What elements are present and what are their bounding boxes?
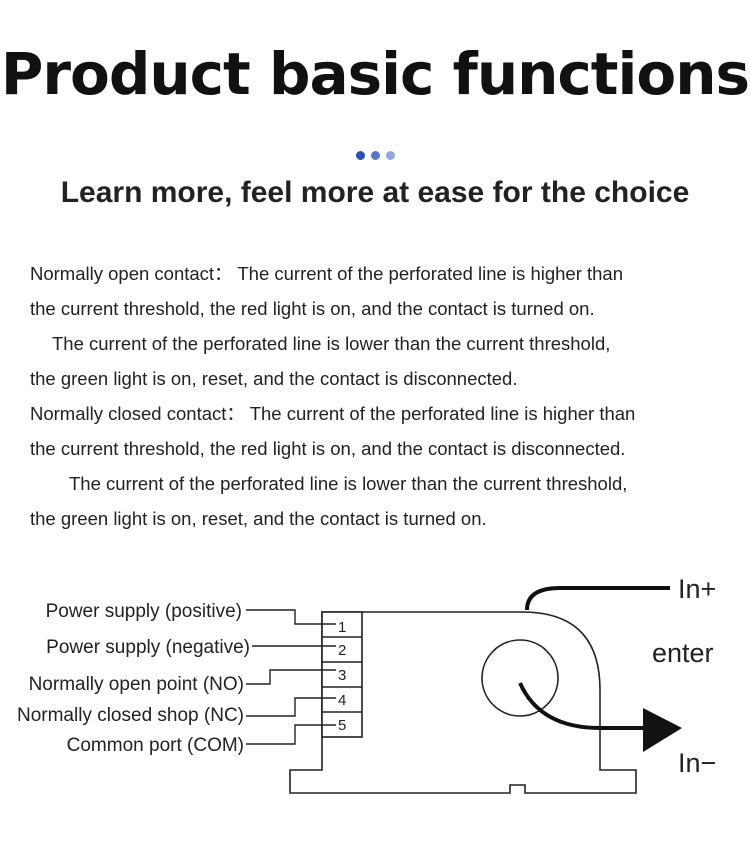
in-minus-wire xyxy=(518,682,645,730)
arrow-icon xyxy=(643,708,682,752)
pin-number: 5 xyxy=(338,717,346,734)
dot-3 xyxy=(385,151,395,160)
dot-1 xyxy=(355,151,365,160)
dot-2 xyxy=(370,151,380,160)
in-plus-wire xyxy=(525,586,670,611)
terminal-label: Normally closed shop (NC) xyxy=(17,705,244,726)
desc-line-5: Normally closed contact： The current of … xyxy=(30,403,636,424)
pin-number: 2 xyxy=(338,642,346,659)
desc-line-2: the current threshold, the red light is … xyxy=(30,298,595,319)
desc-line-3: The current of the perforated line is lo… xyxy=(52,333,611,354)
desc-line-4: the green light is on, reset, and the co… xyxy=(30,368,518,389)
pin-number: 1 xyxy=(338,619,346,636)
through-hole xyxy=(481,639,559,717)
in-minus-label: In− xyxy=(678,748,716,778)
sensor-body xyxy=(289,611,637,794)
desc-line-1: Normally open contact： The current of th… xyxy=(30,263,624,284)
pin-number: 3 xyxy=(338,667,346,684)
desc-line-6: the current threshold, the red light is … xyxy=(30,438,626,459)
terminal-label: Common port (COM) xyxy=(67,735,244,756)
pin-number: 4 xyxy=(338,692,346,709)
page-title: Product basic functions xyxy=(0,40,750,108)
subtitle: Learn more, feel more at ease for the ch… xyxy=(60,176,690,209)
function-description: Normally open contact： The current of th… xyxy=(30,256,730,536)
terminal-label: Normally open point (NO) xyxy=(29,674,244,695)
desc-line-8: the green light is on, reset, and the co… xyxy=(30,508,487,529)
enter-label: enter xyxy=(652,638,714,668)
leader-line xyxy=(246,724,336,745)
in-plus-label: In+ xyxy=(678,574,716,604)
decorative-dots xyxy=(0,145,750,164)
desc-line-7: The current of the perforated line is lo… xyxy=(69,473,628,494)
leader-line xyxy=(246,697,336,717)
terminal-label: Power supply (positive) xyxy=(46,601,242,622)
terminal-label: Power supply (negative) xyxy=(46,637,250,658)
leader-line xyxy=(246,669,336,685)
terminal-block xyxy=(321,611,363,738)
wiring-diagram: 1 2 3 4 5 Power supply (positive) Power … xyxy=(17,574,716,794)
leader-line xyxy=(246,609,336,625)
